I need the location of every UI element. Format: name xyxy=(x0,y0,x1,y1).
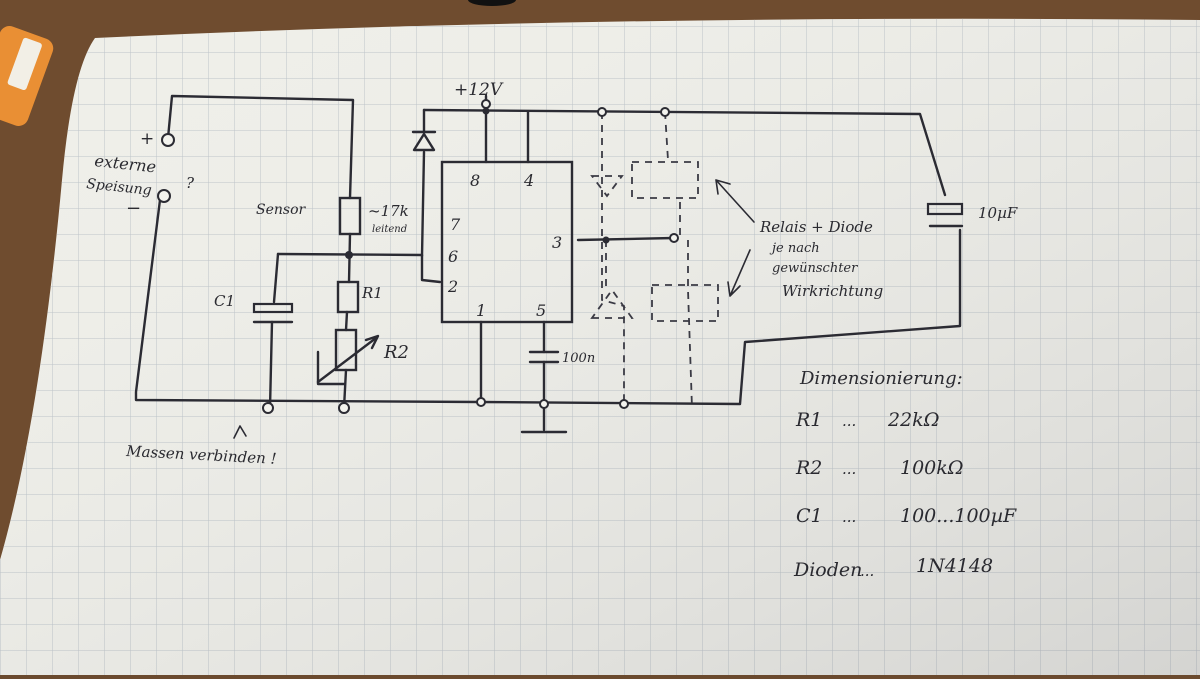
external-question: ? xyxy=(186,174,195,192)
output-cap-label: 10µF xyxy=(978,204,1018,222)
relay-note-line2: je nach xyxy=(769,241,820,256)
r2-label: R2 xyxy=(383,342,409,363)
external-minus-label: − xyxy=(126,198,141,219)
diode-symbol xyxy=(411,130,437,152)
supply-terminal xyxy=(481,99,491,109)
dim-row-sep: ... xyxy=(860,562,874,580)
dim-row-sep: ... xyxy=(842,460,856,478)
dim-row-value: 100kΩ xyxy=(900,457,964,479)
dim-row-name: C1 xyxy=(796,505,823,527)
output-capacitor xyxy=(926,202,964,228)
junction-dot xyxy=(660,107,670,117)
ic-pin-4: 4 xyxy=(523,171,534,190)
circuit-wires xyxy=(134,94,962,434)
ground-node xyxy=(338,402,350,414)
sensor-value: ~17k xyxy=(368,202,409,220)
dimensioning-table: Dimensionierung: R1 ... 22kΩ R2 ... 100k… xyxy=(793,368,1017,581)
dim-row-value: 100...100µF xyxy=(900,505,1017,527)
ic-pin-8: 8 xyxy=(470,171,480,190)
annotation-arrows xyxy=(233,179,755,439)
relay-note-line4: Wirkrichtung xyxy=(782,282,883,300)
ground-node xyxy=(619,399,629,409)
ic-pin-3: 3 xyxy=(552,233,562,252)
junction-dot xyxy=(669,233,679,243)
relay-note-line3: gewünschter xyxy=(772,261,858,276)
sensor-resistor xyxy=(338,196,362,236)
junction-dot xyxy=(597,107,607,117)
supply-label: +12V xyxy=(454,80,504,100)
junction-dot xyxy=(482,107,490,115)
object-edge xyxy=(468,0,516,6)
external-plus-terminal xyxy=(161,133,175,147)
sensor-label: Sensor xyxy=(256,202,307,218)
r2-potentiometer xyxy=(316,328,380,386)
ic-pin-1: 1 xyxy=(476,301,486,320)
dim-row-value: 22kΩ xyxy=(887,409,939,431)
dim-row-name: Dioden xyxy=(793,559,862,581)
external-plus-label: + xyxy=(140,129,154,149)
grid-paper xyxy=(0,18,1200,676)
relay-options-dashed xyxy=(590,111,719,409)
external-label-line2: Speisung xyxy=(86,176,153,199)
sensor-note: leitend xyxy=(372,224,407,235)
r1-label: R1 xyxy=(361,284,383,302)
marker-pen xyxy=(0,26,54,126)
ic-pin-2: 2 xyxy=(447,277,458,296)
relay-note-line1: Relais + Diode xyxy=(759,218,873,236)
ground-node xyxy=(262,402,274,414)
ic-pin-5: 5 xyxy=(536,301,546,320)
control-capacitor xyxy=(528,350,560,364)
dim-row-value: 1N4148 xyxy=(916,555,993,577)
c1-capacitor xyxy=(252,302,294,324)
dim-row-sep: ... xyxy=(842,412,856,430)
ne555-ic xyxy=(440,160,574,324)
junction-dot xyxy=(345,251,353,259)
dim-row-name: R1 xyxy=(795,409,822,431)
dimensioning-title: Dimensionierung: xyxy=(799,368,963,389)
external-minus-terminal xyxy=(157,189,171,203)
dim-row-sep: ... xyxy=(842,508,856,526)
junction-dot xyxy=(602,236,610,244)
ic-pin-6: 6 xyxy=(448,247,458,266)
ground-node xyxy=(476,397,486,407)
c1-label: C1 xyxy=(214,292,235,310)
r1-resistor xyxy=(336,280,360,314)
ground-node xyxy=(539,399,549,409)
dim-row-name: R2 xyxy=(795,457,822,479)
control-cap-label: 100n xyxy=(562,351,595,366)
ic-pin-7: 7 xyxy=(450,215,461,234)
